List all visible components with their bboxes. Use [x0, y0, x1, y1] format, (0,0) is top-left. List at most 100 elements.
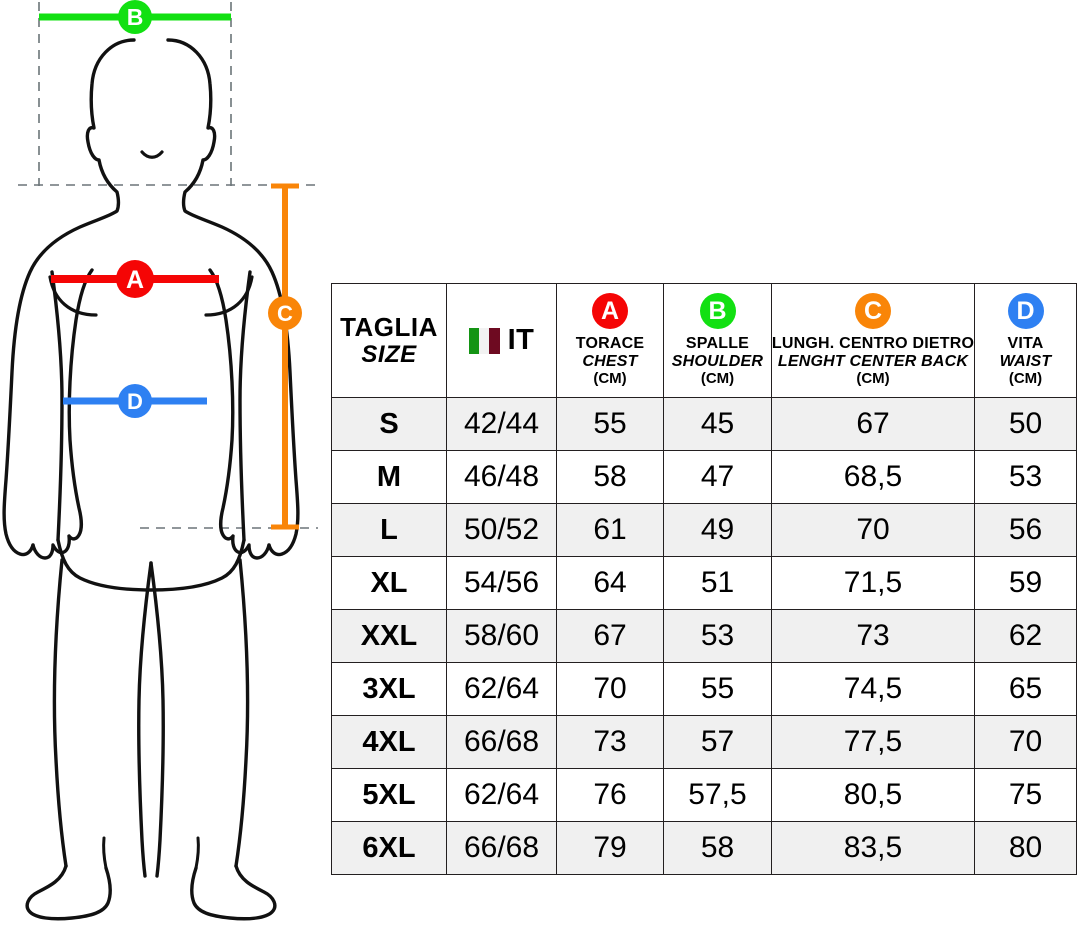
cell-back: 74,5 — [771, 662, 975, 716]
cell-size: S — [331, 397, 447, 451]
cell-shoulder: 57 — [663, 715, 772, 769]
cell-chest: 55 — [556, 397, 664, 451]
cell-size: XXL — [331, 609, 447, 663]
cell-it: 62/64 — [446, 768, 557, 822]
table-row: M 46/48 58 47 68,5 53 — [331, 450, 1077, 504]
cell-shoulder: 58 — [663, 821, 772, 875]
table-row: L 50/52 61 49 70 56 — [331, 503, 1077, 557]
cell-size: 5XL — [331, 768, 447, 822]
shoulder-badge-letter: B — [127, 4, 144, 30]
cell-shoulder: 49 — [663, 503, 772, 557]
table-row: 3XL 62/64 70 55 74,5 65 — [331, 662, 1077, 716]
cell-back: 68,5 — [771, 450, 975, 504]
cell-chest: 79 — [556, 821, 664, 875]
cell-shoulder: 57,5 — [663, 768, 772, 822]
header-waist-en: WAIST — [999, 353, 1052, 371]
table-row: XL 54/56 64 51 71,5 59 — [331, 556, 1077, 610]
cell-shoulder: 51 — [663, 556, 772, 610]
cell-shoulder: 45 — [663, 397, 772, 451]
cell-it: 46/48 — [446, 450, 557, 504]
waist-measure-d: D — [63, 384, 207, 418]
waist-badge-letter: D — [127, 389, 143, 414]
header-chest-unit: (CM) — [593, 370, 627, 387]
cell-size: XL — [331, 556, 447, 610]
shoulder-badge-circle — [118, 0, 152, 34]
cell-waist: 62 — [974, 609, 1077, 663]
header-cell-it: IT — [446, 283, 557, 398]
cell-size: L — [331, 503, 447, 557]
cell-size: 4XL — [331, 715, 447, 769]
header-cell-size: TAGLIA SIZE — [331, 283, 447, 398]
cell-chest: 76 — [556, 768, 664, 822]
header-back-it: LUNGH. CENTRO DIETRO — [771, 335, 975, 353]
cell-it: 62/64 — [446, 662, 557, 716]
cell-chest: 73 — [556, 715, 664, 769]
header-chest-en: CHEST — [582, 353, 638, 371]
chest-badge-circle — [116, 260, 154, 298]
header-back-en: LENGHT CENTER BACK — [777, 353, 969, 371]
back-length-badge-icon: C — [855, 293, 891, 330]
cell-waist: 75 — [974, 768, 1077, 822]
cell-it: 42/44 — [446, 397, 557, 451]
header-shoulder-en: SHOULDER — [671, 353, 764, 371]
table-row: 5XL 62/64 76 57,5 80,5 75 — [331, 768, 1077, 822]
back-length-measure-c: C — [268, 183, 302, 530]
cell-size: M — [331, 450, 447, 504]
cell-it: 50/52 — [446, 503, 557, 557]
table-row: XXL 58/60 67 53 73 62 — [331, 609, 1077, 663]
cell-back: 70 — [771, 503, 975, 557]
cell-waist: 65 — [974, 662, 1077, 716]
cell-back: 83,5 — [771, 821, 975, 875]
chest-measure-a: A — [51, 260, 219, 298]
header-size-label: SIZE — [361, 340, 417, 368]
cell-waist: 53 — [974, 450, 1077, 504]
waist-badge-icon: D — [1007, 293, 1044, 330]
waist-badge-circle — [118, 384, 152, 418]
cell-back: 77,5 — [771, 715, 975, 769]
cell-shoulder: 55 — [663, 662, 772, 716]
body-figure-panel: B A D C — [0, 0, 330, 925]
table-row: 6XL 66/68 79 58 83,5 80 — [331, 821, 1077, 875]
body-outline — [2, 38, 300, 921]
chest-badge-icon: A — [592, 293, 628, 330]
cell-shoulder: 47 — [663, 450, 772, 504]
body-diagram: B A D C — [2, 0, 318, 921]
table-header: TAGLIA SIZE IT — [331, 283, 1077, 398]
table-row: S 42/44 55 45 67 50 — [331, 397, 1077, 451]
cell-waist: 56 — [974, 503, 1077, 557]
header-row: TAGLIA SIZE IT — [331, 283, 1077, 398]
cell-chest: 61 — [556, 503, 664, 557]
header-shoulder-it: SPALLE — [685, 335, 750, 353]
header-it-label: IT — [507, 324, 535, 357]
cell-chest: 64 — [556, 556, 664, 610]
cell-waist: 80 — [974, 821, 1077, 875]
header-shoulder-unit: (CM) — [700, 370, 735, 387]
header-back-unit: (CM) — [856, 370, 890, 387]
cell-back: 67 — [771, 397, 975, 451]
shoulder-badge-icon: B — [699, 293, 736, 330]
cell-chest: 58 — [556, 450, 664, 504]
cell-chest: 70 — [556, 662, 664, 716]
header-taglia-label: TAGLIA — [340, 311, 438, 342]
cell-back: 73 — [771, 609, 975, 663]
header-cell-shoulder: B SPALLE SHOULDER (CM) — [663, 283, 772, 398]
back-length-badge-letter: C — [277, 301, 293, 326]
cell-waist: 70 — [974, 715, 1077, 769]
back-length-badge-circle — [268, 296, 302, 330]
cell-back: 71,5 — [771, 556, 975, 610]
cell-size: 6XL — [331, 821, 447, 875]
shoulder-measure-b: B — [39, 0, 231, 34]
cell-size: 3XL — [331, 662, 447, 716]
header-cell-waist: D VITA WAIST (CM) — [974, 283, 1077, 398]
cell-it: 66/68 — [446, 715, 557, 769]
italy-flag-icon — [468, 327, 500, 354]
header-chest-it: TORACE — [575, 335, 645, 353]
header-cell-back: C LUNGH. CENTRO DIETRO LENGHT CENTER BAC… — [771, 283, 975, 398]
cell-waist: 50 — [974, 397, 1077, 451]
size-chart-table: TAGLIA SIZE IT — [331, 283, 1077, 875]
table-body: S 42/44 55 45 67 50 M 46/48 58 47 68,5 5… — [331, 397, 1077, 875]
cell-back: 80,5 — [771, 768, 975, 822]
table-row: 4XL 66/68 73 57 77,5 70 — [331, 715, 1077, 769]
chest-badge-letter: A — [126, 266, 144, 294]
cell-it: 58/60 — [446, 609, 557, 663]
